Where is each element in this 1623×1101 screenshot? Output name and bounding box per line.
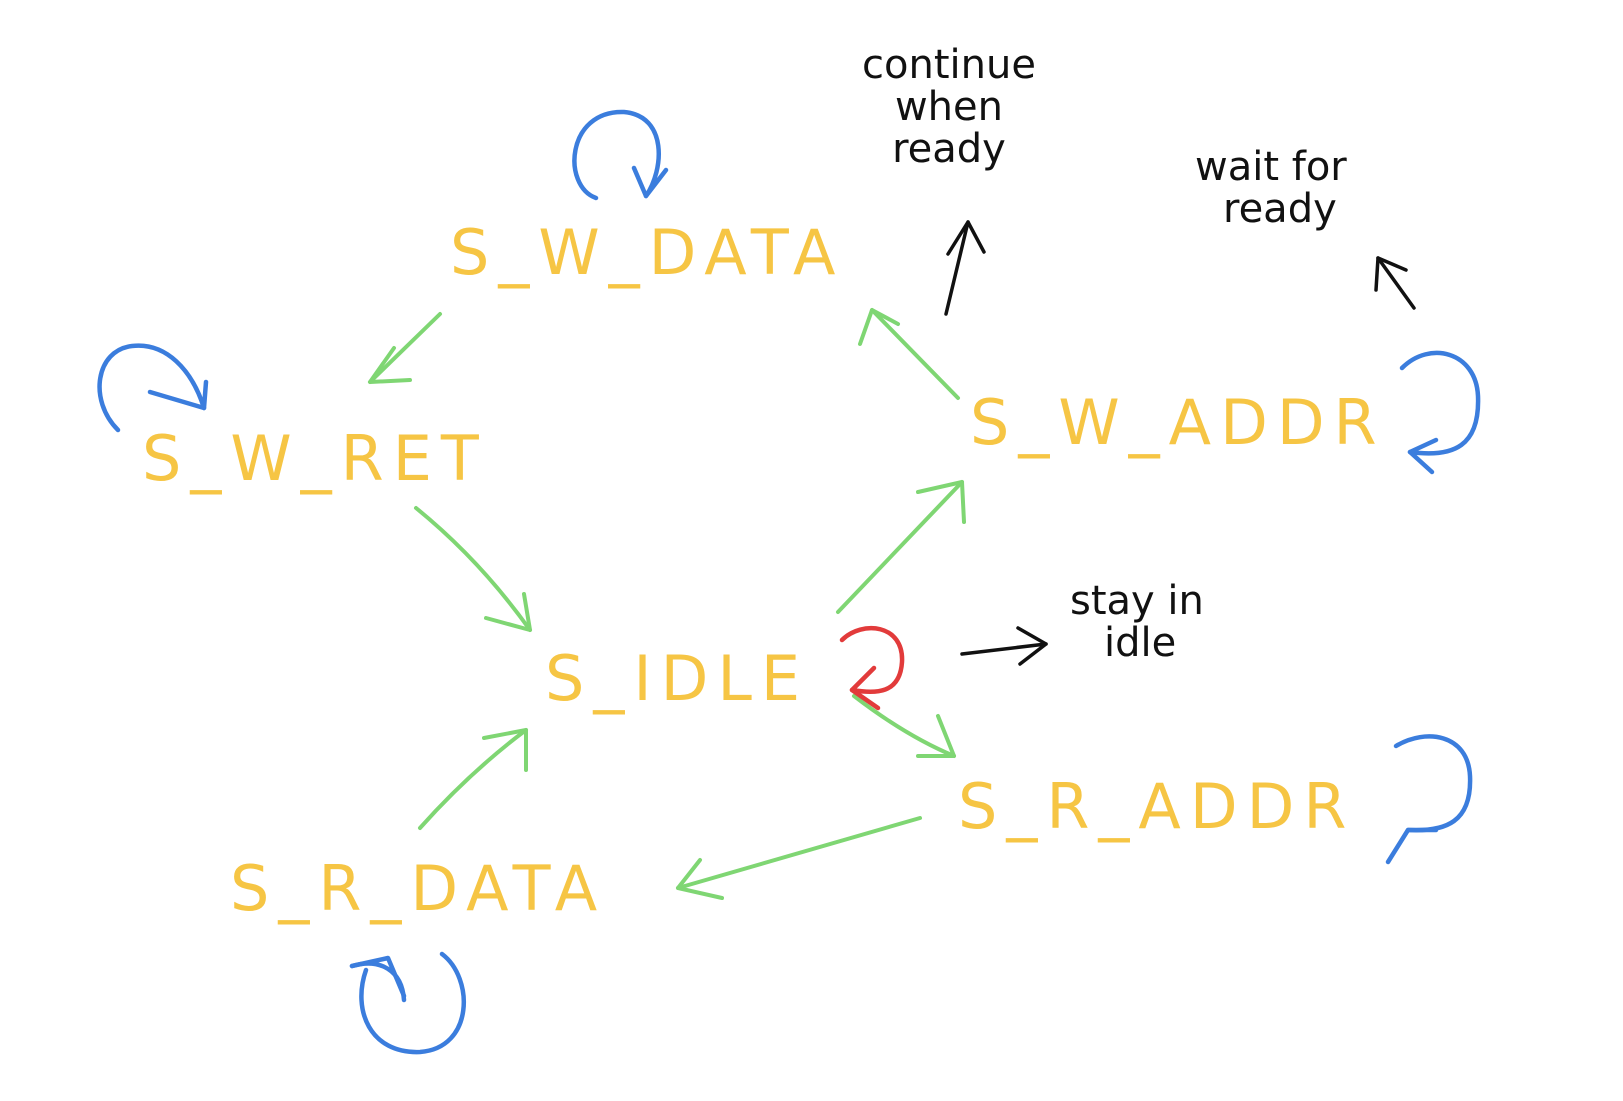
state-s-w-ret: S_W_RET <box>142 422 488 495</box>
note-continue-when-ready: continue when ready <box>862 44 1036 170</box>
self-loop-w-data <box>572 109 669 201</box>
self-loop-w-addr <box>1399 350 1481 475</box>
annotation-arrows <box>944 220 1416 666</box>
note-line: wait for <box>1195 144 1347 190</box>
arrow-r-addr-to-r-data <box>676 816 922 900</box>
note-wait-for-ready: wait for ready <box>1195 146 1347 230</box>
arrow-idle-to-r-addr <box>852 694 956 758</box>
note-line: stay in <box>1070 578 1204 624</box>
note-stay-in-idle: stay in idle <box>1070 580 1204 664</box>
arrow-w-addr-to-w-data <box>858 308 960 400</box>
transition-arrows <box>368 308 966 900</box>
arrow-to-stay-note <box>960 626 1048 666</box>
arrow-w-data-to-w-ret <box>368 312 442 384</box>
self-loop-r-data <box>349 951 466 1055</box>
note-line: ready <box>1223 186 1337 232</box>
self-loop-w-ret <box>97 343 209 433</box>
arrow-idle-to-w-addr <box>836 480 966 614</box>
state-s-w-data: S_W_DATA <box>450 216 845 289</box>
self-loops <box>97 109 1481 1055</box>
note-line: when <box>894 84 1003 130</box>
self-loop-r-addr <box>1385 734 1473 865</box>
arrow-r-data-to-idle <box>418 728 528 830</box>
self-loop-idle <box>839 625 905 711</box>
arrow-to-continue-note <box>944 220 986 316</box>
arrow-w-ret-to-idle <box>414 506 532 632</box>
note-line: ready <box>892 126 1006 172</box>
note-line: continue <box>862 42 1036 88</box>
arrow-to-wait-note <box>1374 256 1416 310</box>
note-line: idle <box>1104 620 1177 666</box>
state-s-w-addr: S_W_ADDR <box>970 386 1386 459</box>
state-s-r-data: S_R_DATA <box>230 852 607 925</box>
state-s-r-addr: S_R_ADDR <box>958 770 1356 843</box>
state-s-idle: S_IDLE <box>545 642 810 715</box>
